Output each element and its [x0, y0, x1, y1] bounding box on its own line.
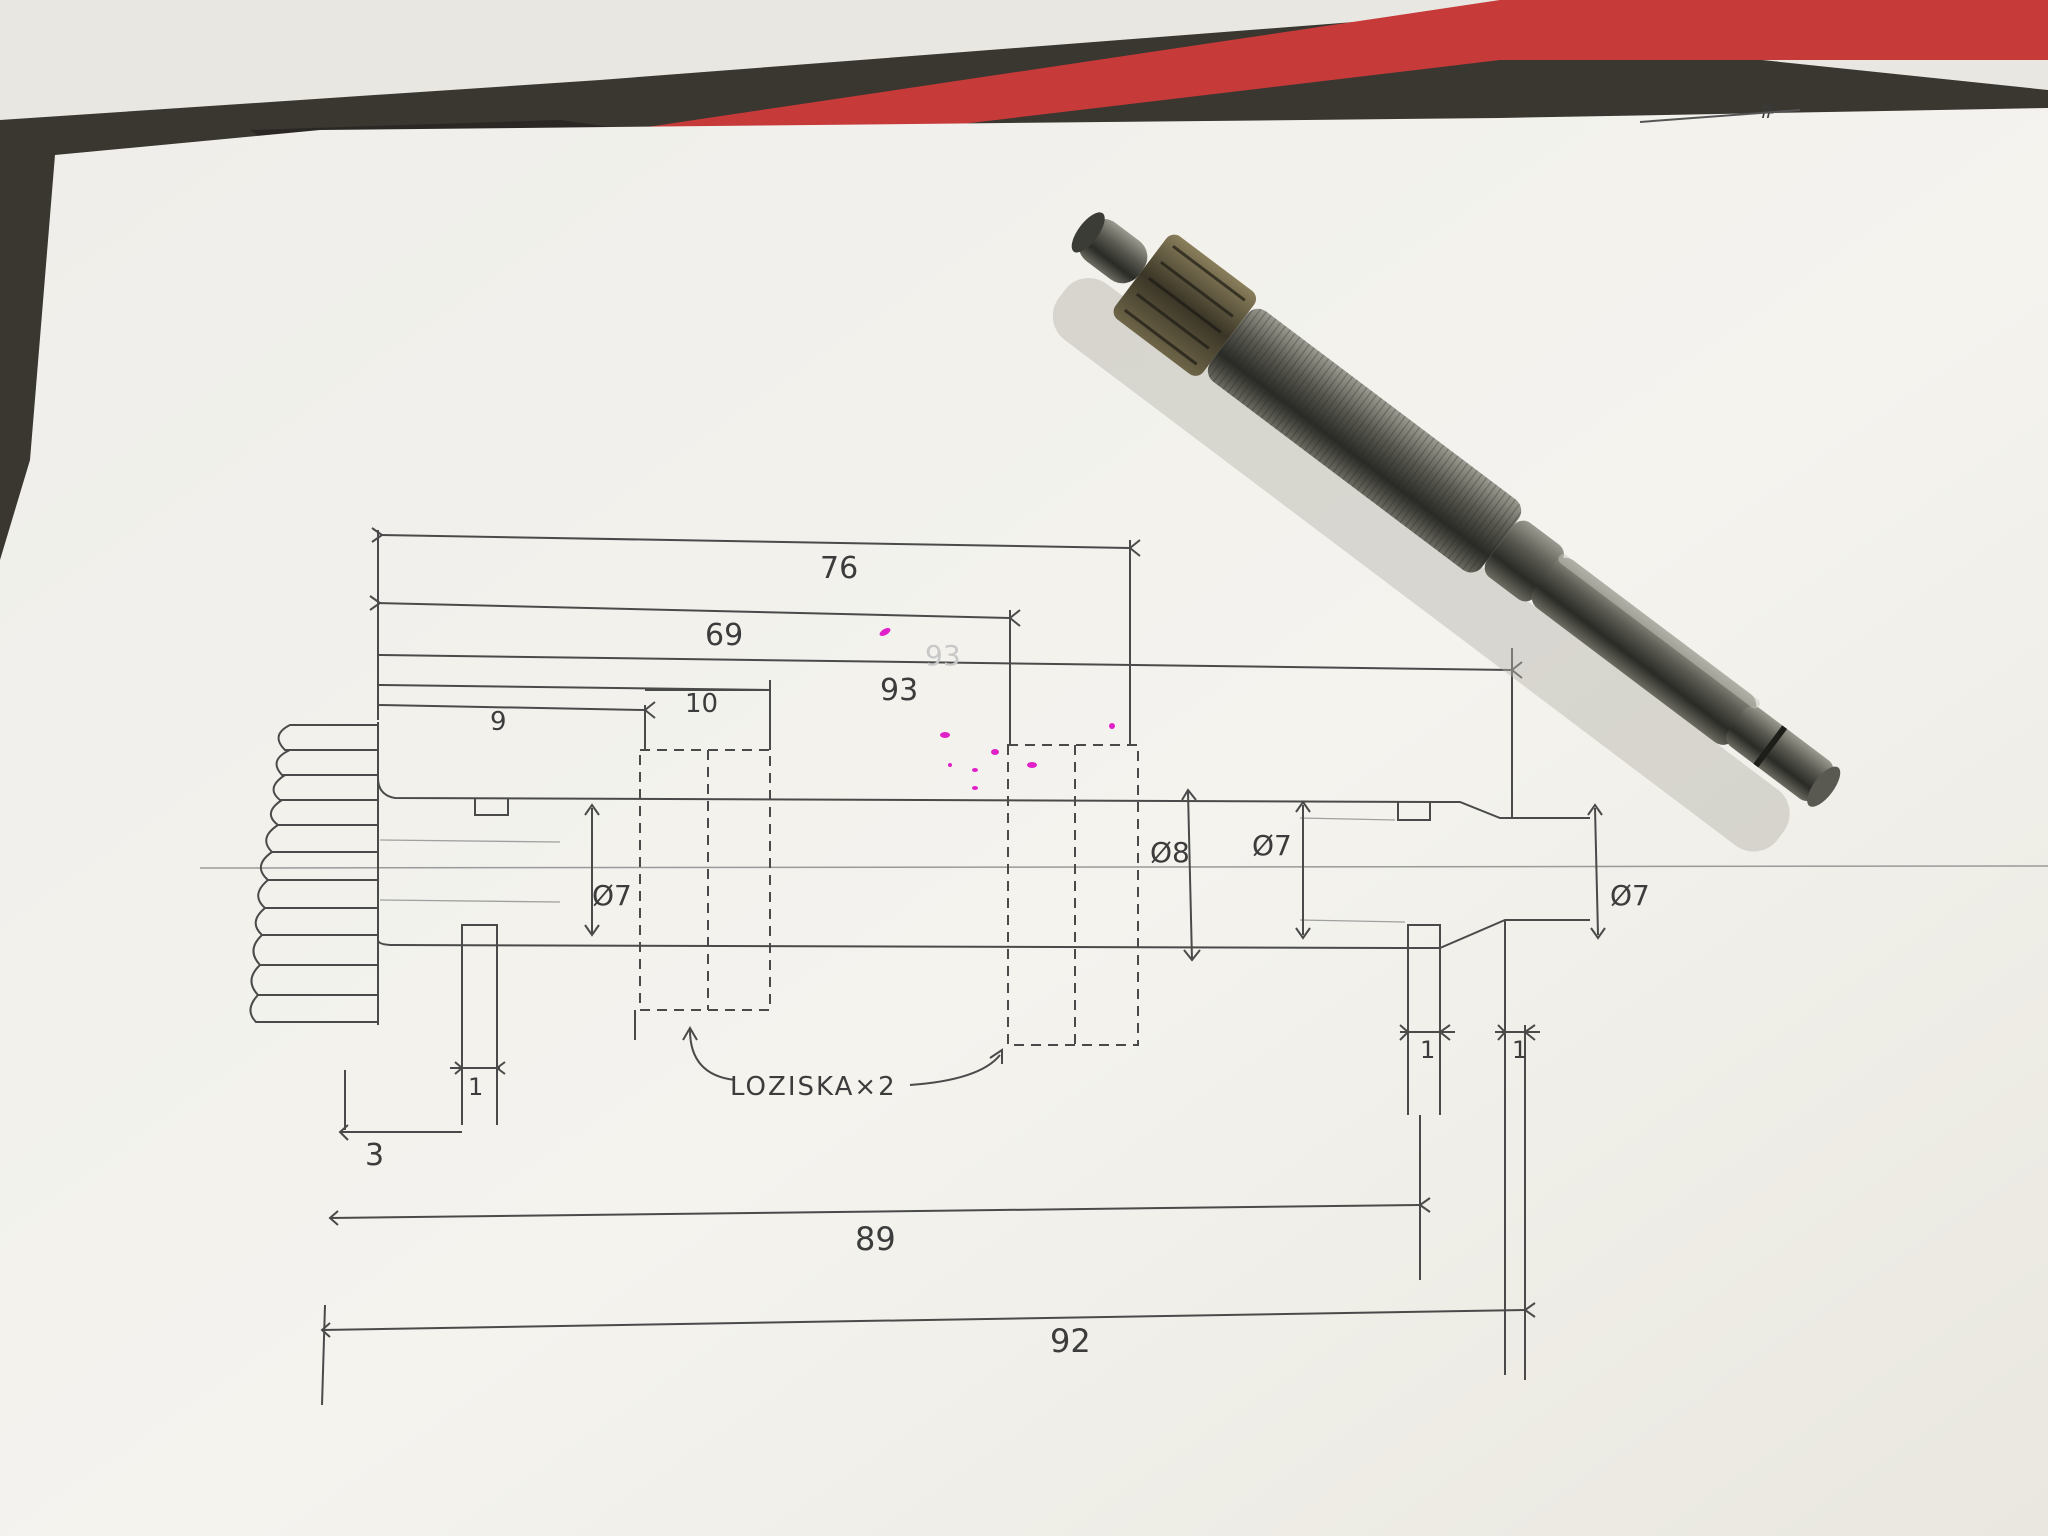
dim-92: 92 [1050, 1322, 1091, 1360]
shaft-end [1726, 706, 1834, 802]
bearing-right [1007, 744, 1139, 1046]
dim-line-92 [321, 1309, 1526, 1331]
dim-line-69 [377, 602, 1011, 619]
technical-drawing [199, 527, 2048, 1406]
bearing-note: LOZISKA×2 [730, 1072, 897, 1102]
red-sheet [560, 0, 2048, 148]
dim-dia-7-right: Ø7 [1610, 879, 1650, 912]
dim-9: 9 [490, 707, 507, 737]
dim-dia-8: Ø8 [1150, 836, 1190, 869]
dim-3: 3 [365, 1138, 384, 1173]
dim-10: 10 [685, 689, 718, 719]
dim-groove-1-left: 1 [468, 1073, 483, 1101]
dim-line-93 [377, 654, 1513, 671]
dim-line-9 [377, 704, 646, 711]
dim-93: 93 [880, 673, 918, 708]
dim-groove-1-right-b: 1 [1512, 1036, 1527, 1064]
dim-line-89 [329, 1204, 1421, 1219]
bearing-left [639, 749, 771, 1011]
dim-89: 89 [855, 1220, 896, 1258]
shaft-body [1531, 557, 1757, 745]
center-line [199, 865, 2048, 869]
dimension-labels: 76 69 93 93 9 10 Ø7 Ø8 Ø7 Ø7 1 3 1 1 89 … [365, 551, 1650, 1360]
drawing-paper [0, 108, 2048, 1536]
dim-dia-7-left: Ø7 [592, 879, 632, 912]
dim-69: 69 [705, 618, 743, 653]
corner-line [1639, 109, 1801, 123]
gear-outline [249, 722, 379, 1025]
magenta-marks [879, 628, 1115, 790]
shaft-outline [377, 777, 1590, 1125]
dim-93-faint: 93 [925, 639, 961, 672]
gear-shaft-object [1052, 212, 1841, 852]
dim-76: 76 [820, 551, 858, 586]
dim-groove-1-right-a: 1 [1420, 1036, 1435, 1064]
dim-dia-7-mid: Ø7 [1252, 829, 1292, 862]
dim-line-76 [379, 534, 1131, 549]
